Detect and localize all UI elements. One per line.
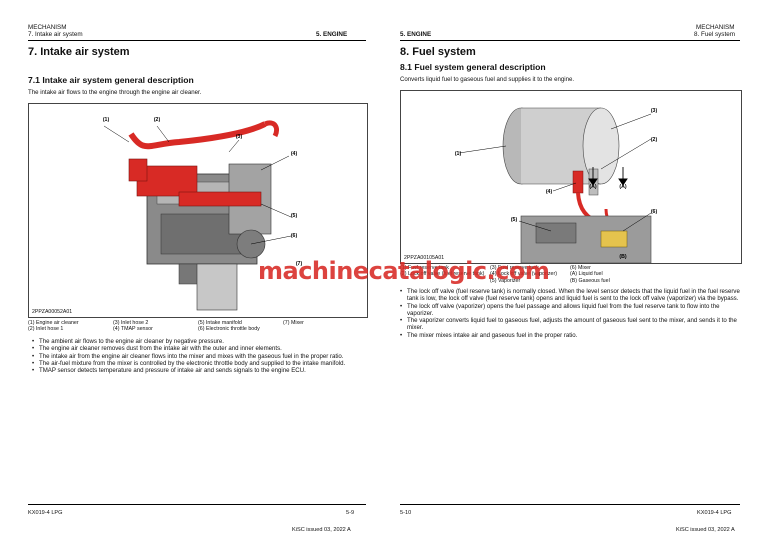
legend-item: (B) Gaseous fuel xyxy=(570,277,610,284)
callout-6: (6) xyxy=(290,233,298,239)
page-title: 7. Intake air system xyxy=(28,46,130,58)
legend-col-3: (6) Mixer (A) Liquid fuel (B) Gaseous fu… xyxy=(570,265,610,284)
header-subsection: 7. Intake air system xyxy=(28,31,83,38)
header-chapter: 5. ENGINE xyxy=(400,31,432,38)
callout-a-2: (A) xyxy=(619,184,627,190)
fuel-illustration xyxy=(458,107,652,263)
fuel-system-figure: (3) (2) (1) (A) (A) (4) (6) (5) (B) 2PPZ… xyxy=(400,90,742,264)
legend-item: (4) Lock off valve (vaporizer) xyxy=(490,271,558,278)
header-section: MECHANISM xyxy=(696,24,735,31)
callout-a-1: (A) xyxy=(589,184,597,190)
list-item: The air-fuel mixture from the mixer is c… xyxy=(32,360,372,368)
header-divider xyxy=(400,40,740,41)
legend-item: (2) Lock off valve (fuel reserve tank) xyxy=(400,271,485,278)
left-page: MECHANISM 7. Intake air system 5. ENGINE… xyxy=(0,0,384,542)
legend-item: (7) Mixer xyxy=(283,320,304,326)
header-chapter: 5. ENGINE xyxy=(316,31,348,38)
engine-intake-figure: (1) (2) (3) (4) (5) (6) (7) 2PPZA00052A0… xyxy=(28,103,368,318)
list-item: The lock off valve (vaporizer) opens the… xyxy=(400,303,740,318)
legend-item: (2) Inlet hose 1 xyxy=(28,326,64,333)
intro-text: The intake air flows to the engine throu… xyxy=(28,89,202,96)
list-item: The lock off valve (fuel reserve tank) i… xyxy=(400,288,740,303)
legend-col-2: (3) Fuel reserve tank (4) Lock off valve… xyxy=(490,265,557,284)
legend-item: (4) TMAP sensor xyxy=(113,326,153,333)
callout-5: (5) xyxy=(290,213,298,219)
legend-col-1: (1) Engine air cleaner (2) Inlet hose 1 xyxy=(28,320,79,333)
callout-7: (7) xyxy=(295,261,303,267)
list-item: The engine air cleaner removes dust from… xyxy=(32,345,372,353)
legend-col-4: (7) Mixer xyxy=(283,320,304,326)
footer-issued: KiSC issued 03, 2022 A xyxy=(292,527,351,533)
fuel-bullet-list: The lock off valve (fuel reserve tank) i… xyxy=(400,288,740,339)
legend-col-3: (5) Intake manifold (6) Electronic throt… xyxy=(198,320,260,333)
callout-3: (3) xyxy=(650,108,658,114)
intro-text: Converts liquid fuel to gaseous fuel and… xyxy=(400,76,575,83)
callout-6: (6) xyxy=(650,209,658,215)
callout-2: (2) xyxy=(153,117,161,123)
watermark: machinecatalogic.com xyxy=(258,257,550,285)
callout-1: (1) xyxy=(454,151,462,157)
footer-divider xyxy=(28,504,366,505)
legend-item: (3) Fuel reserve tank xyxy=(490,265,539,271)
list-item: The intake air from the engine air clean… xyxy=(32,353,372,361)
callout-4: (4) xyxy=(545,189,553,195)
engine-illustration xyxy=(103,120,292,311)
legend-item: (6) Electronic throttle body xyxy=(198,326,260,333)
footer-issued: KiSC issued 03, 2022 A xyxy=(676,527,735,533)
legend-col-2: (3) Inlet hose 2 (4) TMAP sensor xyxy=(113,320,153,333)
page-title: 8. Fuel system xyxy=(400,46,476,58)
legend-item: (1) Fuel reserve tank xyxy=(400,265,449,271)
list-item: The mixer mixes intake air and gaseous f… xyxy=(400,332,740,340)
legend-col-1: (1) Fuel reserve tank (2) Lock off valve… xyxy=(400,265,484,278)
right-page: MECHANISM 8. Fuel system 5. ENGINE 8. Fu… xyxy=(384,0,768,542)
callout-4: (4) xyxy=(290,151,298,157)
callout-5: (5) xyxy=(510,217,518,223)
callout-3: (3) xyxy=(235,134,243,140)
header-subsection: 8. Fuel system xyxy=(694,31,735,38)
legend-item: (5) Intake manifold xyxy=(198,320,242,326)
callout-2: (2) xyxy=(650,137,658,143)
footer-model: KX019-4 LPG xyxy=(28,510,63,516)
callout-1: (1) xyxy=(102,117,110,123)
legend-item: (3) Inlet hose 2 xyxy=(113,320,149,326)
header-divider xyxy=(28,40,366,41)
footer-divider xyxy=(400,504,740,505)
figure-code: 2PPZA00052A01 xyxy=(32,309,73,315)
legend-item: (6) Mixer xyxy=(570,265,591,271)
footer-model: KX019-4 LPG xyxy=(697,510,732,516)
list-item: The vaporizer converts liquid fuel to ga… xyxy=(400,317,740,332)
intake-bullet-list: The ambient air flows to the engine air … xyxy=(32,338,372,375)
legend-item: (5) Vaporizer xyxy=(490,277,521,284)
footer-page-number: 5-9 xyxy=(346,510,355,516)
legend-item: (1) Engine air cleaner xyxy=(28,320,79,326)
list-item: TMAP sensor detects temperature and pres… xyxy=(32,367,372,375)
header-section: MECHANISM xyxy=(28,24,67,31)
section-title: 8.1 Fuel system general description xyxy=(400,62,546,72)
footer-page-number: 5-10 xyxy=(400,510,412,516)
section-title: 7.1 Intake air system general descriptio… xyxy=(28,75,194,85)
legend-item: (A) Liquid fuel xyxy=(570,271,603,278)
list-item: The ambient air flows to the engine air … xyxy=(32,338,372,346)
figure-code: 2PPZA00105A01 xyxy=(404,255,445,261)
callout-b: (B) xyxy=(619,254,627,260)
